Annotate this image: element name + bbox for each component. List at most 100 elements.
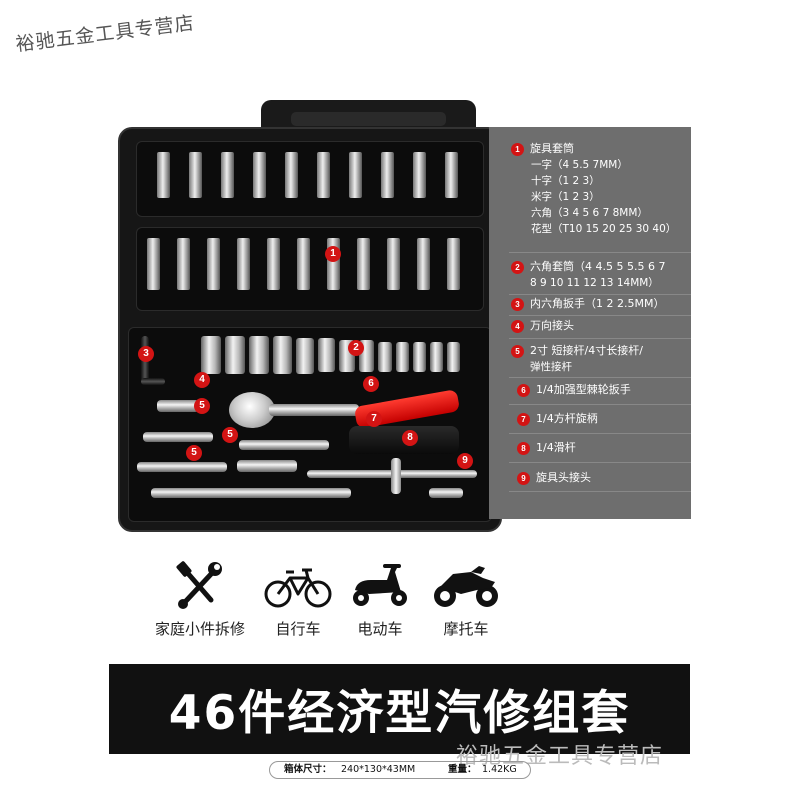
screwdriver-bit (317, 152, 330, 198)
socket (413, 342, 426, 372)
screwdriver-bit (221, 152, 234, 198)
socket (201, 336, 221, 374)
screwdriver-bit (207, 238, 220, 290)
legend-number: 6 (517, 384, 530, 397)
wrench-screwdriver-icon (176, 561, 222, 609)
socket (273, 336, 292, 374)
legend-divider (509, 252, 691, 253)
extension-bar (237, 460, 297, 472)
legend-number: 3 (511, 298, 524, 311)
legend-number: 9 (517, 472, 530, 485)
universal-joint (157, 400, 199, 412)
use-motorcycle: 摩托车 (426, 560, 506, 639)
use-e-scooter: 电动车 (340, 560, 420, 639)
legend-divider (509, 338, 691, 339)
sliding-t-bar-head (391, 458, 401, 494)
size-label: 箱体尺寸： (284, 764, 332, 775)
legend-sub: 弹性接杆 (530, 361, 572, 373)
marker-6: 6 (363, 376, 379, 392)
motorcycle-icon (434, 566, 498, 607)
legend-divider (509, 491, 691, 492)
legend-sub: 米字（1 2 3） (531, 191, 600, 203)
marker-2: 2 (348, 340, 364, 356)
shop-watermark-bottom: 裕驰五金工具专营店 (456, 744, 664, 769)
screwdriver-bit (177, 238, 190, 290)
legend-divider (509, 377, 691, 378)
screwdriver-bit (381, 152, 394, 198)
legend-title: 1/4滑杆 (536, 441, 576, 454)
product-title-banner: 46件经济型汽修组套 (109, 664, 690, 754)
marker-3: 3 (138, 346, 154, 362)
legend-title: 旋具套筒 (530, 142, 574, 155)
short-extension-bar (143, 432, 213, 442)
socket (249, 336, 269, 374)
socket (430, 342, 443, 372)
usage-scenarios: 家庭小件拆修 自行车 电动车 (140, 560, 520, 650)
ratchet-shaft (269, 404, 359, 416)
legend-divider (509, 294, 691, 295)
legend-number: 2 (511, 261, 524, 274)
marker-4: 4 (194, 372, 210, 388)
bicycle-icon (264, 568, 332, 608)
marker-5b: 5 (222, 427, 238, 443)
use-label: 自行车 (275, 620, 321, 638)
scooter-icon (353, 564, 407, 606)
legend-sub: 十字（1 2 3） (531, 175, 600, 187)
legend-title: 旋具头接头 (536, 471, 591, 484)
spring-extension-bar (151, 488, 351, 498)
screwdriver-bit (413, 152, 426, 198)
screwdriver-bit (147, 238, 160, 290)
marker-5a: 5 (194, 398, 210, 414)
marker-9: 9 (457, 453, 473, 469)
screwdriver-bit (267, 238, 280, 290)
use-bicycle: 自行车 (258, 560, 338, 639)
shop-watermark-top: 裕驰五金工具专营店 (14, 12, 196, 56)
use-label: 摩托车 (443, 620, 489, 638)
long-extension-bar (239, 440, 329, 450)
legend-item-8: 8 1/4滑杆 (517, 440, 719, 456)
screwdriver-bit (285, 152, 298, 198)
size-value: 240*130*43MM (341, 764, 416, 775)
legend-number: 7 (517, 413, 530, 426)
weight-value: 1.42KG (482, 764, 517, 775)
marker-8: 8 (402, 430, 418, 446)
hex-key (141, 378, 165, 385)
socket (396, 342, 409, 372)
screwdriver-bit (447, 238, 460, 290)
legend-sub: 一字（4 5.5 7MM） (531, 159, 628, 171)
ratchet-head (229, 392, 275, 428)
socket (225, 336, 245, 374)
legend-number: 5 (511, 345, 524, 358)
use-home-repair: 家庭小件拆修 (140, 560, 260, 639)
legend-number: 8 (517, 442, 530, 455)
use-label: 家庭小件拆修 (154, 620, 245, 638)
screwdriver-bit (297, 238, 310, 290)
socket-tray (128, 327, 492, 522)
weight-label: 重量： (448, 764, 477, 775)
legend-sub: 六角（3 4 5 6 7 8MM） (531, 207, 648, 219)
bit-tray-top (136, 141, 484, 217)
screwdriver-bit (387, 238, 400, 290)
legend-item-9: 9 旋具头接头 (517, 470, 719, 486)
legend-number: 4 (511, 320, 524, 333)
product-title: 46件经济型汽修组套 (168, 686, 631, 741)
legend-sub: 8 9 10 11 12 13 14MM） (530, 277, 659, 289)
bit-adapter (429, 488, 463, 498)
legend-number: 1 (511, 143, 524, 156)
socket (447, 342, 460, 372)
screwdriver-bit (189, 152, 202, 198)
legend-title: 1/4加强型棘轮扳手 (536, 383, 631, 396)
screwdriver-bit (237, 238, 250, 290)
flex-extension-bar (137, 462, 227, 472)
socket (296, 338, 314, 374)
socket (378, 342, 392, 372)
screwdriver-bit (253, 152, 266, 198)
legend-divider (509, 433, 691, 434)
